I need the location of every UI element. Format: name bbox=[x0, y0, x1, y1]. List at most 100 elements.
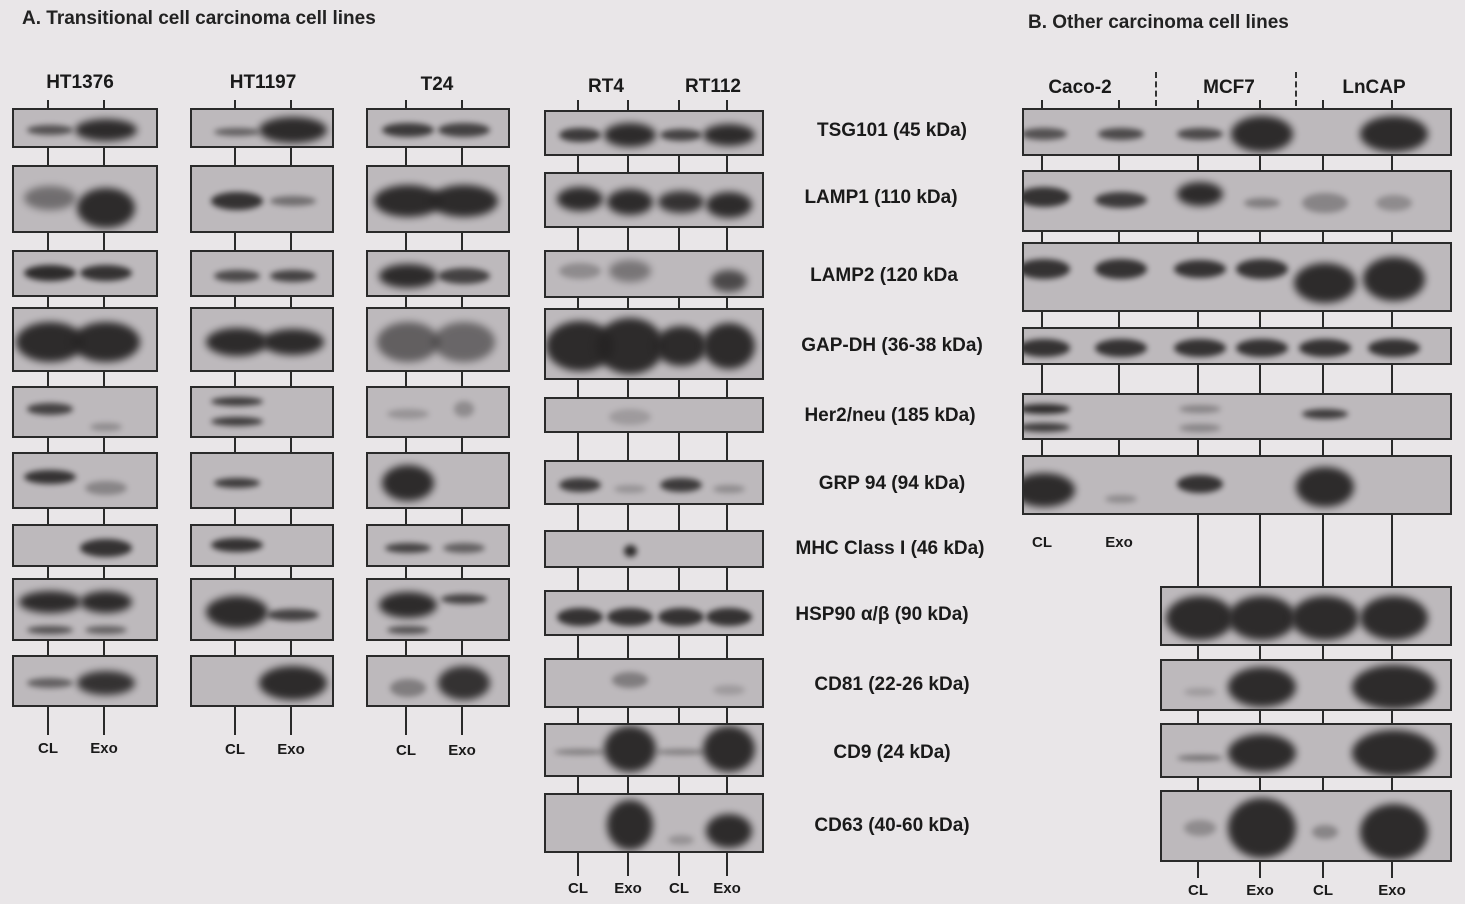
lane-tick bbox=[577, 100, 579, 110]
lane-tick bbox=[290, 707, 292, 735]
lane-tick bbox=[1391, 100, 1393, 108]
blot-band bbox=[213, 477, 261, 488]
lane-tick bbox=[726, 156, 728, 172]
blot-band bbox=[1228, 667, 1296, 707]
blot-band bbox=[211, 417, 263, 427]
blot-band bbox=[1174, 259, 1226, 278]
blot-band bbox=[604, 726, 656, 773]
blot-band bbox=[1243, 198, 1281, 208]
lane-tick bbox=[1259, 232, 1261, 242]
lane-tick bbox=[1259, 440, 1261, 455]
lane-tick bbox=[290, 567, 292, 578]
blot-band bbox=[389, 679, 427, 698]
lane-tick bbox=[1391, 232, 1393, 242]
blot-band bbox=[1176, 181, 1224, 206]
blot-band bbox=[1360, 803, 1428, 860]
blot-band bbox=[440, 593, 488, 604]
lane-tick bbox=[678, 228, 680, 250]
blot-band bbox=[1228, 798, 1296, 858]
blot-band bbox=[430, 185, 498, 217]
lane-tick bbox=[461, 372, 463, 386]
blot-band bbox=[1024, 258, 1070, 279]
blot-band bbox=[432, 321, 496, 362]
blot-strip bbox=[366, 165, 510, 233]
blot-strip bbox=[366, 108, 510, 148]
blot-strip bbox=[1160, 586, 1452, 646]
lane-label-cl: CL bbox=[1313, 882, 1333, 899]
lane-divider bbox=[1295, 72, 1297, 106]
lane-tick bbox=[1197, 232, 1199, 242]
lane-tick bbox=[103, 297, 105, 307]
lane-tick bbox=[1197, 156, 1199, 170]
lane-tick bbox=[1118, 232, 1120, 242]
blot-band bbox=[387, 626, 429, 635]
blot-band bbox=[556, 187, 604, 212]
blot-band bbox=[657, 608, 705, 627]
lane-tick bbox=[577, 298, 579, 308]
lane-label-cl: CL bbox=[38, 740, 58, 757]
lane-tick bbox=[234, 707, 236, 735]
blot-band bbox=[384, 542, 432, 553]
blot-band bbox=[1301, 193, 1349, 213]
lane-tick bbox=[627, 853, 629, 876]
protein-label-cd81: CD81 (22-26 kDa) bbox=[814, 674, 970, 695]
lane-tick bbox=[47, 297, 49, 307]
lane-tick bbox=[405, 509, 407, 524]
blot-band bbox=[261, 328, 325, 355]
blot-band bbox=[1236, 339, 1288, 357]
lane-tick bbox=[234, 509, 236, 524]
protein-label-mhc-class-i: MHC Class I (46 kDa) bbox=[795, 538, 985, 559]
blot-band bbox=[703, 323, 755, 369]
lane-tick bbox=[234, 372, 236, 386]
lane-tick bbox=[1322, 778, 1324, 790]
lane-tick bbox=[290, 233, 292, 250]
blot-strip bbox=[366, 452, 510, 509]
lane-tick bbox=[1322, 232, 1324, 242]
lane-tick bbox=[1391, 312, 1393, 327]
lane-tick bbox=[1197, 100, 1199, 108]
blot-band bbox=[213, 128, 261, 136]
protein-label-cd9: CD9 (24 kDa) bbox=[833, 742, 951, 763]
blot-band bbox=[604, 123, 656, 147]
lane-tick bbox=[678, 853, 680, 876]
blot-strip bbox=[12, 578, 158, 641]
lane-tick bbox=[1259, 515, 1261, 586]
lane-tick bbox=[461, 567, 463, 578]
blot-band bbox=[1095, 191, 1147, 208]
blot-band bbox=[1368, 339, 1420, 357]
lane-tick bbox=[103, 438, 105, 452]
blot-band bbox=[1375, 195, 1413, 211]
blot-strip bbox=[544, 590, 764, 636]
lane-tick bbox=[726, 708, 728, 723]
lane-tick bbox=[1391, 515, 1393, 586]
blot-band bbox=[1095, 258, 1147, 279]
lane-tick bbox=[577, 708, 579, 723]
lane-tick bbox=[1259, 711, 1261, 723]
lane-tick bbox=[1197, 312, 1199, 327]
blot-strip bbox=[12, 655, 158, 707]
lane-tick bbox=[1041, 232, 1043, 242]
lane-label-cl: CL bbox=[669, 880, 689, 897]
lane-tick bbox=[290, 372, 292, 386]
blot-strip bbox=[1160, 723, 1452, 778]
blot-strip bbox=[544, 530, 764, 568]
lane-tick bbox=[627, 777, 629, 793]
blot-band bbox=[1095, 339, 1147, 357]
lane-label-cl: CL bbox=[1032, 534, 1052, 551]
lane-tick bbox=[47, 567, 49, 578]
lane-tick bbox=[678, 636, 680, 658]
blot-band bbox=[606, 189, 654, 215]
blot-band bbox=[559, 477, 601, 492]
lane-tick bbox=[678, 298, 680, 308]
blot-band bbox=[387, 409, 429, 419]
lane-label-exo: Exo bbox=[1246, 882, 1274, 899]
lane-tick bbox=[726, 298, 728, 308]
blot-band bbox=[438, 666, 490, 700]
lane-tick bbox=[461, 233, 463, 250]
lane-tick bbox=[627, 156, 629, 172]
lane-tick bbox=[726, 433, 728, 460]
blot-band bbox=[1024, 186, 1070, 207]
lane-tick bbox=[678, 505, 680, 530]
blot-strip bbox=[366, 524, 510, 567]
blot-band bbox=[26, 402, 74, 415]
